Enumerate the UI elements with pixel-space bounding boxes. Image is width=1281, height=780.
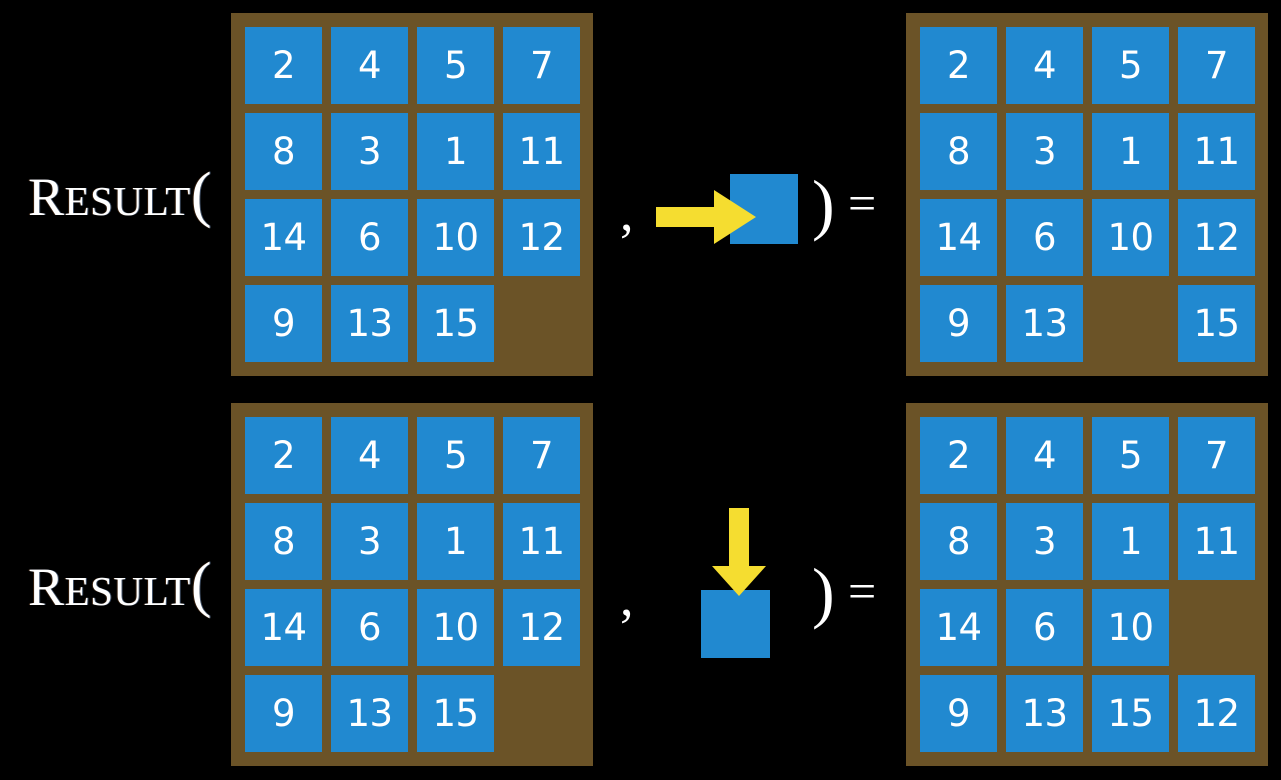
equals-sign-bottom: =	[848, 563, 877, 619]
tile[interactable]: 1	[417, 113, 494, 190]
tile[interactable]: 14	[245, 589, 322, 666]
tile[interactable]: 10	[417, 589, 494, 666]
tile[interactable]: 7	[503, 417, 580, 494]
result-label-top: RESULT(	[28, 164, 212, 226]
move-down-action	[690, 500, 800, 670]
tile[interactable]: 2	[245, 417, 322, 494]
comma-separator-top: ,	[620, 182, 634, 242]
tile[interactable]: 12	[1178, 675, 1255, 752]
arrow-right-icon	[656, 190, 756, 244]
comma-separator-bottom: ,	[620, 567, 634, 627]
tile[interactable]: 12	[503, 589, 580, 666]
tile[interactable]: 15	[1178, 285, 1255, 362]
tile[interactable]: 9	[920, 285, 997, 362]
blank-slot[interactable]	[503, 675, 580, 752]
tile[interactable]: 14	[920, 589, 997, 666]
tile[interactable]: 9	[920, 675, 997, 752]
tile[interactable]: 3	[1006, 113, 1083, 190]
tile[interactable]: 6	[331, 589, 408, 666]
tile[interactable]: 14	[920, 199, 997, 276]
tile[interactable]: 10	[1092, 589, 1169, 666]
tile[interactable]: 2	[920, 27, 997, 104]
tile[interactable]: 15	[1092, 675, 1169, 752]
tile[interactable]: 7	[1178, 417, 1255, 494]
tile[interactable]: 15	[417, 675, 494, 752]
tile[interactable]: 8	[920, 503, 997, 580]
tile[interactable]: 1	[417, 503, 494, 580]
tile[interactable]: 7	[503, 27, 580, 104]
tile[interactable]: 2	[245, 27, 322, 104]
input-board-top[interactable]: 2 4 5 7 8 3 1 11 14 6 10 12 9 13 15	[231, 13, 593, 376]
result-label-cap-top: R	[28, 167, 65, 227]
output-board-top[interactable]: 2 4 5 7 8 3 1 11 14 6 10 12 9 13 15	[906, 13, 1268, 376]
tile[interactable]: 13	[331, 675, 408, 752]
tile[interactable]: 15	[417, 285, 494, 362]
tile[interactable]: 9	[245, 675, 322, 752]
tile[interactable]: 1	[1092, 113, 1169, 190]
tile[interactable]: 4	[331, 417, 408, 494]
result-label-smallcaps-top: ESULT	[64, 178, 191, 224]
arrow-down-icon	[712, 508, 766, 596]
tile[interactable]: 12	[503, 199, 580, 276]
tile[interactable]: 7	[1178, 27, 1255, 104]
tile[interactable]: 1	[1092, 503, 1169, 580]
tile[interactable]: 11	[503, 503, 580, 580]
tile[interactable]: 8	[245, 503, 322, 580]
result-label-bottom: RESULT(	[28, 554, 212, 616]
tile[interactable]: 4	[331, 27, 408, 104]
tile[interactable]: 2	[920, 417, 997, 494]
blank-slot[interactable]	[1092, 285, 1169, 362]
equation-row-move-down: RESULT( 2 4 5 7 8 3 1 11 14 6 10 12 9 13…	[0, 390, 1281, 780]
tile[interactable]: 10	[417, 199, 494, 276]
tile[interactable]: 13	[1006, 675, 1083, 752]
close-paren-top: )	[812, 166, 835, 242]
tile[interactable]: 3	[331, 503, 408, 580]
tile[interactable]: 6	[1006, 199, 1083, 276]
tile[interactable]: 9	[245, 285, 322, 362]
tile[interactable]: 5	[1092, 417, 1169, 494]
tile[interactable]: 11	[1178, 503, 1255, 580]
tile[interactable]: 6	[331, 199, 408, 276]
tile[interactable]: 8	[920, 113, 997, 190]
tile[interactable]: 14	[245, 199, 322, 276]
tile[interactable]: 5	[417, 417, 494, 494]
output-board-bottom[interactable]: 2 4 5 7 8 3 1 11 14 6 10 9 13 15 12	[906, 403, 1268, 766]
tile[interactable]: 8	[245, 113, 322, 190]
tile[interactable]: 13	[1006, 285, 1083, 362]
tile[interactable]: 3	[1006, 503, 1083, 580]
tile[interactable]: 10	[1092, 199, 1169, 276]
tile[interactable]: 4	[1006, 27, 1083, 104]
result-label-open-paren-top: (	[190, 161, 212, 229]
close-paren-bottom: )	[812, 554, 835, 630]
tile[interactable]: 6	[1006, 589, 1083, 666]
blank-slot[interactable]	[1178, 589, 1255, 666]
tile[interactable]: 3	[331, 113, 408, 190]
blank-slot[interactable]	[503, 285, 580, 362]
result-label-cap-bottom: R	[28, 557, 65, 617]
equals-sign-top: =	[848, 175, 877, 231]
tile[interactable]: 4	[1006, 417, 1083, 494]
move-right-action	[650, 170, 810, 260]
input-board-bottom[interactable]: 2 4 5 7 8 3 1 11 14 6 10 12 9 13 15	[231, 403, 593, 766]
equation-row-move-right: RESULT( 2 4 5 7 8 3 1 11 14 6 10 12 9 13…	[28, 13, 1268, 376]
result-label-open-paren-bottom: (	[190, 551, 212, 619]
result-label-smallcaps-bottom: ESULT	[64, 568, 191, 614]
tile[interactable]: 12	[1178, 199, 1255, 276]
tile[interactable]: 11	[503, 113, 580, 190]
tile[interactable]: 11	[1178, 113, 1255, 190]
tile[interactable]: 5	[417, 27, 494, 104]
tile[interactable]: 5	[1092, 27, 1169, 104]
action-tile-bottom[interactable]	[701, 590, 770, 658]
tile[interactable]: 13	[331, 285, 408, 362]
